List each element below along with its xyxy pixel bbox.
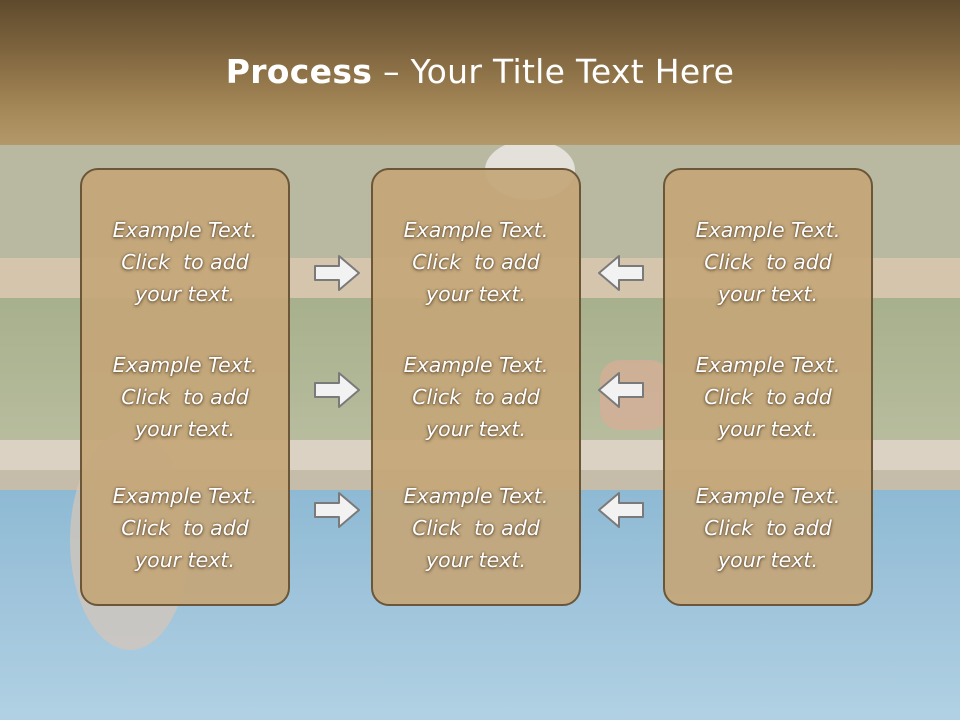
text-placeholder[interactable]: Example Text. Click to add your text. xyxy=(373,214,579,310)
text-line: Click to add xyxy=(412,516,540,540)
text-line: Example Text. xyxy=(403,484,549,508)
text-line: your text. xyxy=(135,548,235,572)
text-line: your text. xyxy=(135,282,235,306)
text-line: your text. xyxy=(426,282,526,306)
left-arrow-icon[interactable] xyxy=(597,253,645,293)
text-line: Click to add xyxy=(412,250,540,274)
text-placeholder[interactable]: Example Text. Click to add your text. xyxy=(373,480,579,576)
text-line: your text. xyxy=(135,417,235,441)
text-placeholder[interactable]: Example Text. Click to add your text. xyxy=(665,349,871,445)
text-line: Example Text. xyxy=(112,484,258,508)
text-line: Example Text. xyxy=(112,218,258,242)
text-placeholder[interactable]: Example Text. Click to add your text. xyxy=(82,480,288,576)
left-arrow-icon[interactable] xyxy=(597,490,645,530)
text-line: Click to add xyxy=(121,250,249,274)
text-line: Click to add xyxy=(121,385,249,409)
text-line: Example Text. xyxy=(403,218,549,242)
text-line: Example Text. xyxy=(695,353,841,377)
process-box-right[interactable]: Example Text. Click to add your text. Ex… xyxy=(663,168,873,606)
text-line: your text. xyxy=(426,417,526,441)
right-arrow-icon[interactable] xyxy=(313,370,361,410)
text-line: Click to add xyxy=(704,250,832,274)
text-line: your text. xyxy=(718,548,818,572)
text-line: Example Text. xyxy=(695,218,841,242)
title-rest: – Your Title Text Here xyxy=(372,52,735,91)
right-arrow-icon[interactable] xyxy=(313,490,361,530)
text-line: Click to add xyxy=(412,385,540,409)
text-placeholder[interactable]: Example Text. Click to add your text. xyxy=(82,214,288,310)
process-box-middle[interactable]: Example Text. Click to add your text. Ex… xyxy=(371,168,581,606)
text-placeholder[interactable]: Example Text. Click to add your text. xyxy=(82,349,288,445)
process-box-left[interactable]: Example Text. Click to add your text. Ex… xyxy=(80,168,290,606)
text-placeholder[interactable]: Example Text. Click to add your text. xyxy=(373,349,579,445)
text-line: Click to add xyxy=(704,385,832,409)
text-line: Example Text. xyxy=(403,353,549,377)
text-placeholder[interactable]: Example Text. Click to add your text. xyxy=(665,214,871,310)
text-line: Click to add xyxy=(121,516,249,540)
text-placeholder[interactable]: Example Text. Click to add your text. xyxy=(665,480,871,576)
text-line: Click to add xyxy=(704,516,832,540)
left-arrow-icon[interactable] xyxy=(597,370,645,410)
text-line: Example Text. xyxy=(695,484,841,508)
text-line: your text. xyxy=(718,282,818,306)
right-arrow-icon[interactable] xyxy=(313,253,361,293)
text-line: your text. xyxy=(718,417,818,441)
title-bold: Process xyxy=(225,52,373,91)
slide-title[interactable]: Process – Your Title Text Here xyxy=(0,52,960,91)
text-line: Example Text. xyxy=(112,353,258,377)
text-line: your text. xyxy=(426,548,526,572)
title-band xyxy=(0,0,960,145)
